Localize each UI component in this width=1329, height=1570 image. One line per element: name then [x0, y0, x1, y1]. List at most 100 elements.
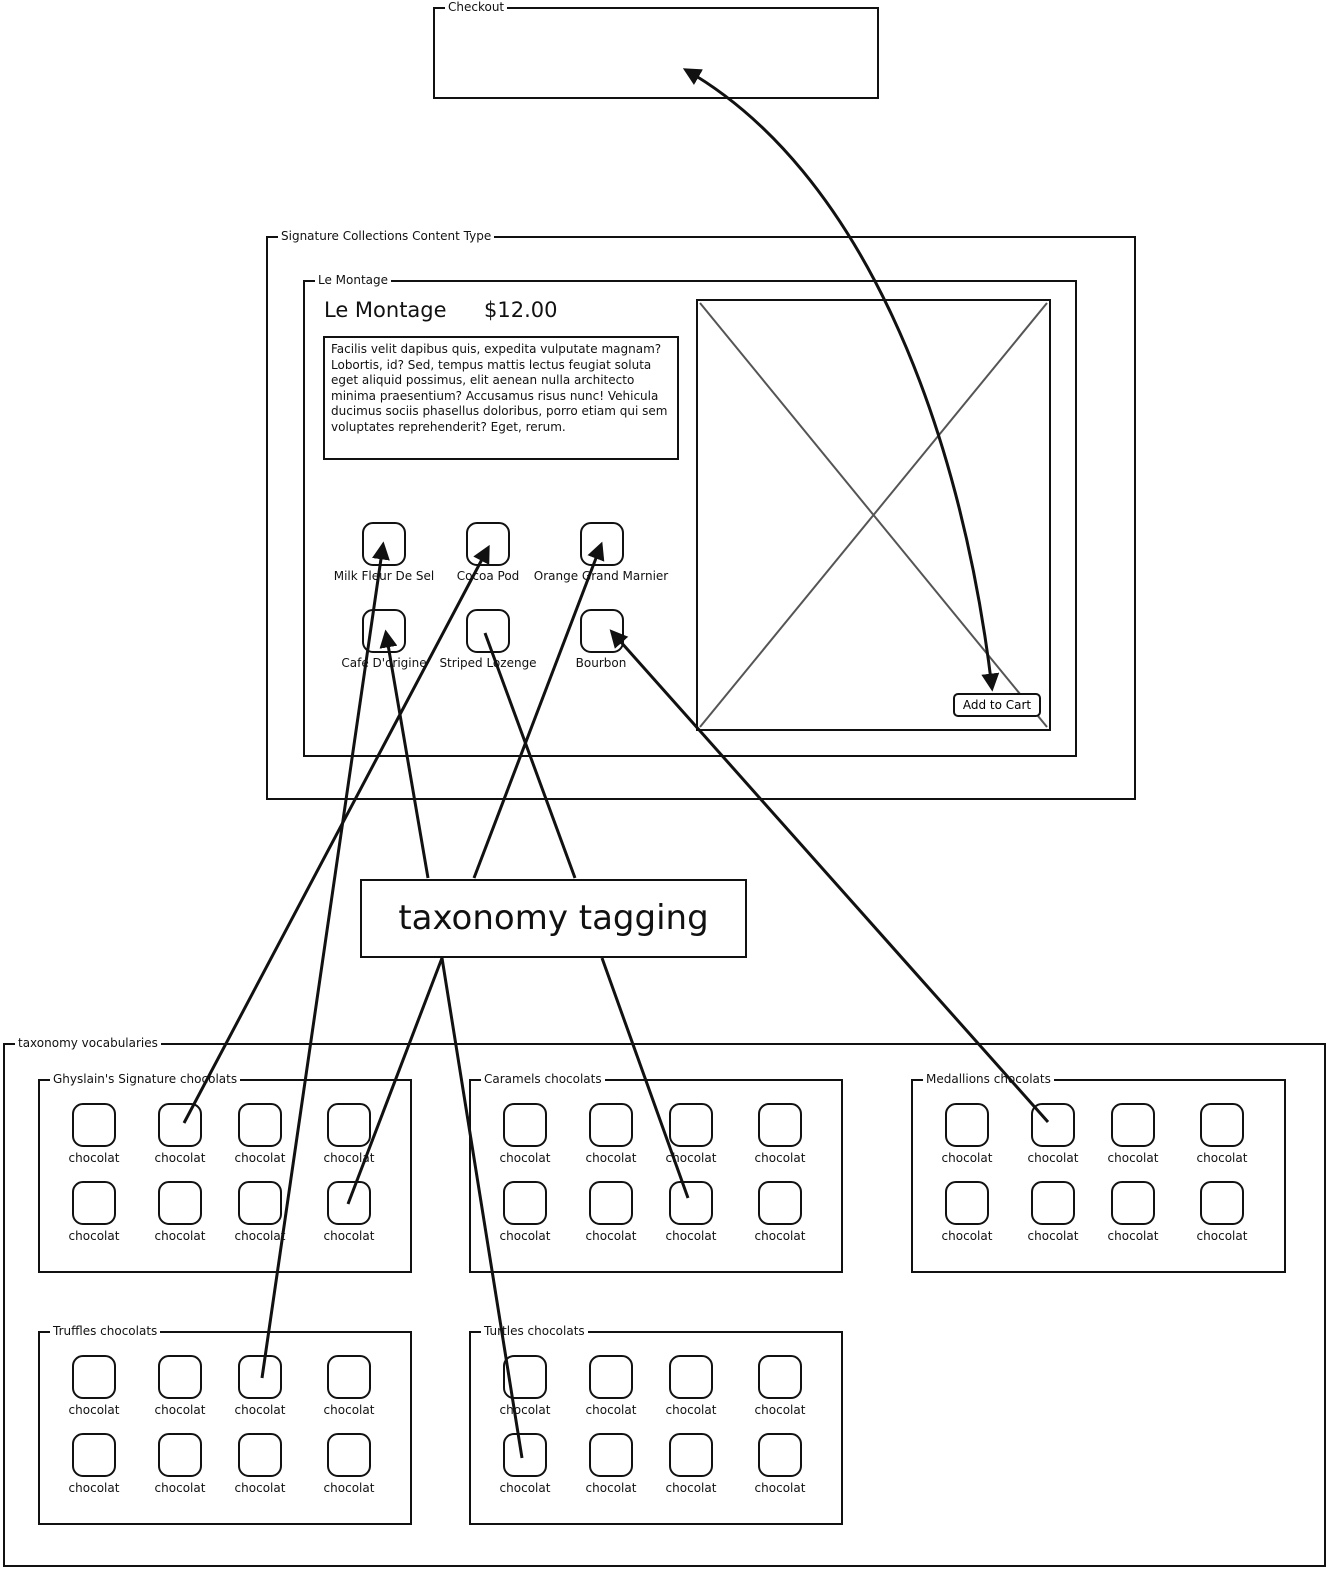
chocolat-swatch[interactable] — [503, 1181, 547, 1225]
chocolat-label: chocolat — [941, 1151, 993, 1165]
chocolat-label: chocolat — [754, 1151, 806, 1165]
chocolat-swatch[interactable] — [589, 1181, 633, 1225]
chocolat-label: chocolat — [68, 1151, 120, 1165]
chocolat-label: chocolat — [68, 1229, 120, 1243]
chocolat-swatch[interactable] — [1200, 1181, 1244, 1225]
chocolat-swatch[interactable] — [669, 1103, 713, 1147]
chocolat-swatch[interactable] — [72, 1181, 116, 1225]
chocolat-swatch[interactable] — [669, 1433, 713, 1477]
chocolat-label: chocolat — [665, 1481, 717, 1495]
chocolat-label: chocolat — [1196, 1151, 1248, 1165]
chocolat-swatch[interactable] — [72, 1433, 116, 1477]
chocolat-swatch[interactable] — [669, 1355, 713, 1399]
chocolat-swatch[interactable] — [1031, 1181, 1075, 1225]
chocolat-swatch[interactable] — [589, 1103, 633, 1147]
chocolat-label: chocolat — [1027, 1229, 1079, 1243]
chocolat-label: chocolat — [154, 1481, 206, 1495]
vocabulary-group-label: Turtles chocolats — [481, 1324, 588, 1338]
chocolat-label: chocolat — [323, 1481, 375, 1495]
chocolat-swatch[interactable] — [589, 1355, 633, 1399]
chocolat-label: chocolat — [585, 1151, 637, 1165]
chocolat-label: chocolat — [154, 1229, 206, 1243]
chocolat-swatch[interactable] — [945, 1181, 989, 1225]
chocolat-swatch[interactable] — [503, 1355, 547, 1399]
chocolat-swatch[interactable] — [758, 1355, 802, 1399]
chocolat-label: chocolat — [1027, 1151, 1079, 1165]
chocolat-swatch[interactable] — [238, 1181, 282, 1225]
chocolat-label: chocolat — [1196, 1229, 1248, 1243]
chocolat-swatch[interactable] — [327, 1355, 371, 1399]
chocolat-label: chocolat — [499, 1229, 551, 1243]
product-panel-label: Le Montage — [315, 273, 392, 287]
chocolat-label: chocolat — [323, 1229, 375, 1243]
chocolat-label: chocolat — [754, 1481, 806, 1495]
flavor-swatch[interactable] — [580, 522, 624, 566]
chocolat-label: chocolat — [665, 1151, 717, 1165]
chocolat-swatch[interactable] — [158, 1103, 202, 1147]
chocolat-label: chocolat — [234, 1151, 286, 1165]
chocolat-label: chocolat — [234, 1229, 286, 1243]
chocolat-swatch[interactable] — [758, 1433, 802, 1477]
chocolat-swatch[interactable] — [72, 1103, 116, 1147]
chocolat-swatch[interactable] — [238, 1355, 282, 1399]
flavor-swatch[interactable] — [466, 609, 510, 653]
chocolat-swatch[interactable] — [327, 1103, 371, 1147]
content-type-label: Signature Collections Content Type — [278, 229, 495, 243]
chocolat-swatch[interactable] — [1111, 1103, 1155, 1147]
chocolat-label: chocolat — [585, 1229, 637, 1243]
chocolat-swatch[interactable] — [503, 1433, 547, 1477]
product-price: $12.00 — [484, 298, 558, 322]
vocabulary-group-label: Caramels chocolats — [481, 1072, 605, 1086]
chocolat-label: chocolat — [941, 1229, 993, 1243]
flavor-swatch[interactable] — [362, 522, 406, 566]
chocolat-swatch[interactable] — [589, 1433, 633, 1477]
flavor-label: Bourbon — [575, 656, 627, 670]
chocolat-swatch[interactable] — [158, 1355, 202, 1399]
chocolat-swatch[interactable] — [669, 1181, 713, 1225]
chocolat-label: chocolat — [1107, 1151, 1159, 1165]
vocabulary-group-label: Truffles chocolats — [50, 1324, 161, 1338]
flavor-swatch[interactable] — [580, 609, 624, 653]
chocolat-swatch[interactable] — [1031, 1103, 1075, 1147]
chocolat-label: chocolat — [1107, 1229, 1159, 1243]
chocolat-swatch[interactable] — [758, 1181, 802, 1225]
vocabulary-group-label: Medallions chocolats — [923, 1072, 1054, 1086]
chocolat-label: chocolat — [323, 1403, 375, 1417]
chocolat-swatch[interactable] — [758, 1103, 802, 1147]
chocolat-label: chocolat — [665, 1403, 717, 1417]
chocolat-label: chocolat — [665, 1229, 717, 1243]
product-description: Facilis velit dapibus quis, expedita vul… — [323, 336, 679, 460]
chocolat-label: chocolat — [499, 1481, 551, 1495]
chocolat-label: chocolat — [499, 1403, 551, 1417]
chocolat-label: chocolat — [234, 1403, 286, 1417]
chocolat-swatch[interactable] — [1200, 1103, 1244, 1147]
product-name: Le Montage — [324, 298, 447, 322]
chocolat-swatch[interactable] — [327, 1181, 371, 1225]
chocolat-swatch[interactable] — [327, 1433, 371, 1477]
add-to-cart-button[interactable]: Add to Cart — [953, 693, 1041, 717]
taxonomy-vocabularies-label: taxonomy vocabularies — [15, 1036, 161, 1050]
chocolat-swatch[interactable] — [72, 1355, 116, 1399]
chocolat-label: chocolat — [585, 1403, 637, 1417]
chocolat-swatch[interactable] — [1111, 1181, 1155, 1225]
chocolat-label: chocolat — [234, 1481, 286, 1495]
flavor-swatch[interactable] — [362, 609, 406, 653]
image-placeholder-cross-icon — [699, 302, 1048, 728]
chocolat-swatch[interactable] — [945, 1103, 989, 1147]
taxonomy-tagging-box: taxonomy tagging — [360, 879, 747, 958]
chocolat-label: chocolat — [754, 1403, 806, 1417]
chocolat-label: chocolat — [154, 1403, 206, 1417]
chocolat-swatch[interactable] — [503, 1103, 547, 1147]
checkout-panel: Checkout — [433, 0, 879, 99]
chocolat-swatch[interactable] — [238, 1103, 282, 1147]
chocolat-swatch[interactable] — [158, 1181, 202, 1225]
flavor-label: Orange Grand Marnier — [533, 569, 669, 583]
chocolat-label: chocolat — [68, 1481, 120, 1495]
chocolat-swatch[interactable] — [238, 1433, 282, 1477]
chocolat-label: chocolat — [323, 1151, 375, 1165]
checkout-label: Checkout — [445, 0, 508, 14]
chocolat-swatch[interactable] — [158, 1433, 202, 1477]
flavor-swatch[interactable] — [466, 522, 510, 566]
chocolat-label: chocolat — [499, 1151, 551, 1165]
vocabulary-group-label: Ghyslain's Signature chocolats — [50, 1072, 241, 1086]
